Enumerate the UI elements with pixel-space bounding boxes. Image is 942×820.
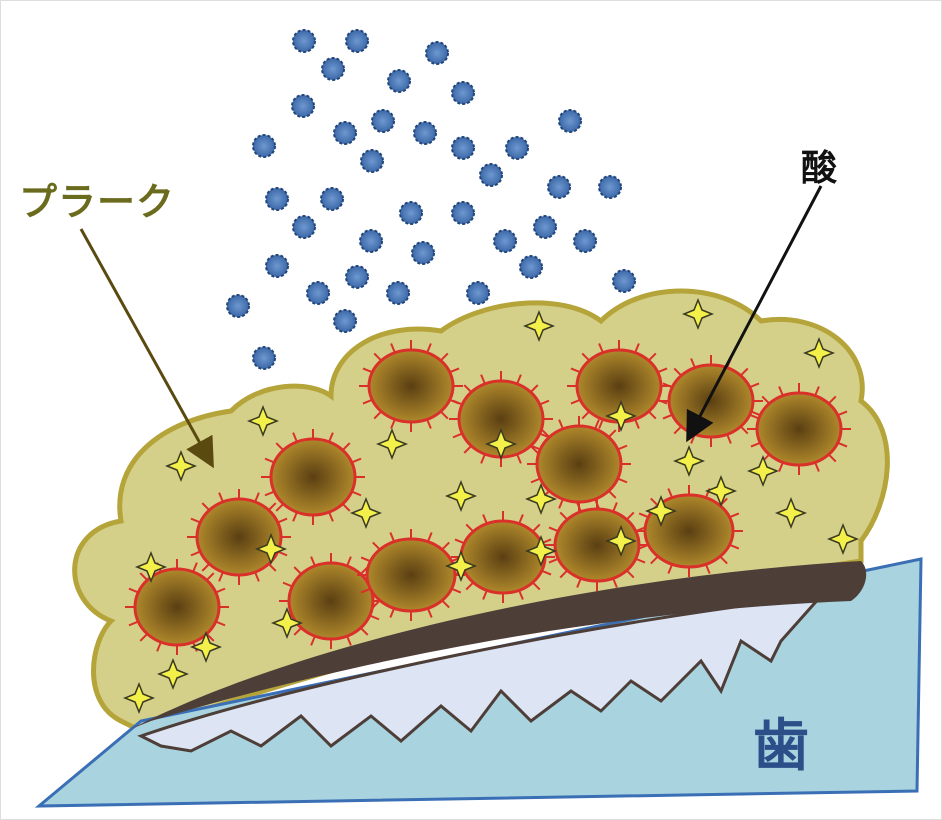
sugar-dot <box>359 229 383 253</box>
sugar-dot <box>558 109 582 133</box>
acid-star-icon <box>444 479 478 513</box>
acid-star-icon <box>246 404 280 438</box>
acid-star-icon <box>522 309 556 343</box>
bacterium <box>279 553 383 649</box>
sugar-dot <box>451 81 475 105</box>
sugar-dot <box>573 229 597 253</box>
sugar-dot <box>386 281 410 305</box>
sugar-dot <box>252 346 276 370</box>
sugar-dot <box>292 215 316 239</box>
bacterium <box>567 340 671 432</box>
sugar-particles <box>226 29 636 370</box>
sugar-dot <box>411 241 435 265</box>
bacterium <box>449 371 553 467</box>
acid-star-icon <box>444 549 478 583</box>
acid-star-icon <box>802 336 836 370</box>
acid-star-icon <box>254 532 288 566</box>
sugar-dot <box>413 121 437 145</box>
bacterium <box>659 355 763 447</box>
bacterium <box>125 559 229 655</box>
sugar-dot <box>265 254 289 278</box>
plaque-pointer-arrow <box>79 228 214 469</box>
acid-star-icon <box>375 427 409 461</box>
sugar-dot <box>547 175 571 199</box>
sugar-dot <box>226 294 250 318</box>
acid-label: 酸 <box>801 148 838 189</box>
sugar-dot <box>306 281 330 305</box>
acid-star-icon <box>524 482 558 516</box>
acid-markers <box>122 297 860 715</box>
bacterium <box>527 416 631 512</box>
sugar-dot <box>479 163 503 187</box>
acid-star-icon <box>189 630 223 664</box>
sugar-dot <box>265 187 289 211</box>
bacterium <box>187 489 291 585</box>
sugar-dot <box>387 69 411 93</box>
acid-star-icon <box>484 427 518 461</box>
acid-star-icon <box>774 496 808 530</box>
sugar-dot <box>466 281 490 305</box>
acid-star-icon <box>704 474 738 508</box>
bacterium <box>545 499 649 591</box>
acid-star-icon <box>524 534 558 568</box>
sugar-dot <box>345 265 369 289</box>
acid-star-icon <box>122 681 156 715</box>
acid-star-icon <box>681 297 715 331</box>
acid-star-icon <box>644 494 678 528</box>
sugar-dot <box>399 201 423 225</box>
sugar-dot <box>451 201 475 225</box>
sugar-dot <box>493 229 517 253</box>
sugar-dot <box>333 121 357 145</box>
bacterium <box>359 340 463 432</box>
sugar-dot <box>320 187 344 211</box>
sugar-dot <box>371 109 395 133</box>
sugar-dot <box>598 175 622 199</box>
sugar-dot <box>519 255 543 279</box>
sugar-dot <box>612 269 636 293</box>
sugar-dot <box>425 41 449 65</box>
acid-pointer-arrow <box>686 185 823 443</box>
acid-star-icon <box>156 657 190 691</box>
sugar-dot <box>291 94 315 118</box>
plaque-label: プラーク <box>19 180 176 224</box>
stain-layer <box>131 561 867 729</box>
sugar-dot <box>533 215 557 239</box>
bacterium <box>357 529 465 621</box>
acid-star-icon <box>604 399 638 433</box>
bacterium <box>635 485 743 577</box>
acid-star-icon <box>672 444 706 478</box>
bacterium <box>261 429 365 525</box>
sugar-dot <box>333 309 357 333</box>
sugar-dot <box>505 136 529 160</box>
sugar-dot <box>252 134 276 158</box>
sugar-dot <box>321 57 345 81</box>
acid-star-icon <box>134 550 168 584</box>
tooth-label: 歯 <box>753 714 809 779</box>
sugar-dot <box>451 136 475 160</box>
acid-star-icon <box>349 496 383 530</box>
acid-star-icon <box>604 524 638 558</box>
acid-star-icon <box>270 606 304 640</box>
sugar-dot <box>360 149 384 173</box>
acid-star-icon <box>746 454 780 488</box>
acid-star-icon <box>826 522 860 556</box>
sugar-dot <box>292 29 316 53</box>
sugar-dot <box>345 29 369 53</box>
